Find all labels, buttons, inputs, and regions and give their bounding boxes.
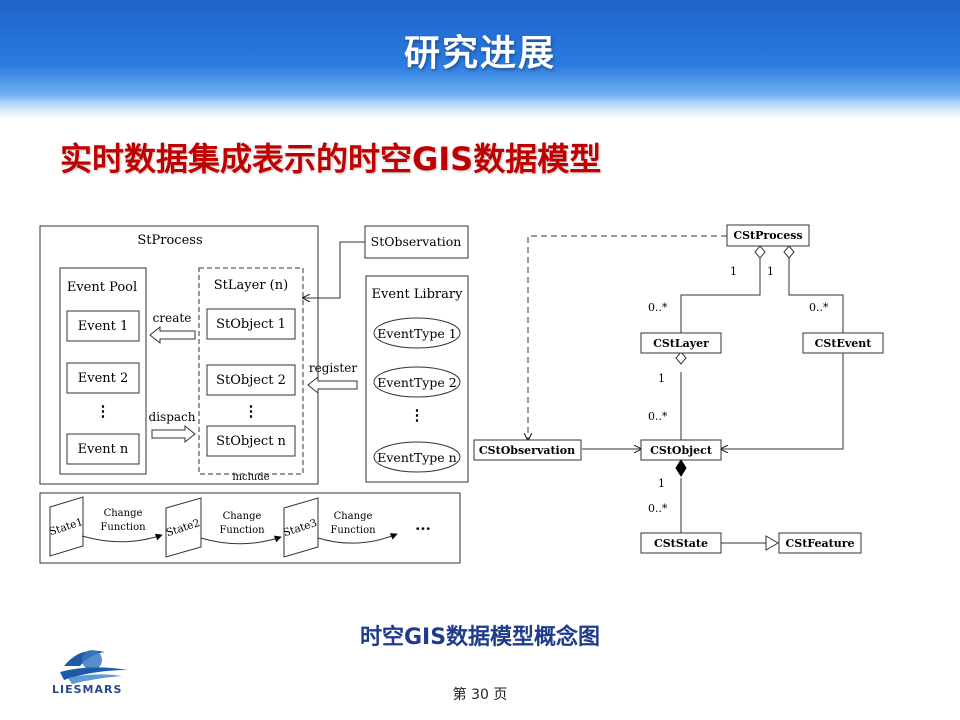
eventtype-label: EventType 2 — [377, 375, 456, 390]
create-arrow — [149, 325, 196, 345]
class-name: CStLayer — [653, 337, 709, 350]
include-label: include — [232, 472, 269, 483]
eventtype-label: EventType 1 — [377, 326, 456, 341]
composition-diamond — [675, 459, 687, 477]
page-number: 第 30 页 — [452, 687, 508, 703]
event-label: Event 1 — [78, 319, 129, 334]
generalization-arrow — [765, 535, 779, 551]
class-name: CStProcess — [733, 229, 802, 242]
class-box — [778, 532, 862, 554]
class-box — [640, 439, 722, 461]
change-arrow — [81, 533, 163, 543]
dispach-label: dispach — [149, 410, 196, 424]
slide-title: 研究进展 — [403, 33, 556, 74]
stobject-box — [206, 308, 296, 340]
stobject-label: StObject n — [216, 434, 286, 449]
class-box — [640, 532, 722, 554]
multiplicity-label: 1 — [658, 477, 665, 490]
multiplicity-label: 0..* — [809, 301, 829, 314]
eventtype-ellipse — [373, 441, 461, 473]
aggregation-diamond — [754, 245, 766, 259]
state-shape — [165, 497, 202, 558]
liesmars-logo — [60, 650, 128, 684]
change-function-label: Change — [334, 511, 373, 522]
dispach-arrow — [151, 424, 196, 444]
stobject-box — [206, 364, 296, 396]
class-box — [726, 224, 810, 247]
stobject-box — [206, 425, 296, 457]
class-name: CStObject — [650, 444, 713, 457]
figure-caption: 时空GIS数据模型概念图 — [359, 625, 601, 650]
stobject-ellipsis: ⋮ — [244, 402, 259, 420]
eventtype-ellipse — [373, 317, 461, 349]
uml-diagram: CStProcess CStLayer CStEvent CStObservat… — [473, 224, 884, 554]
multiplicity-label: 0..* — [648, 502, 668, 515]
stlayer-label: StLayer (n) — [214, 278, 288, 293]
change-function-label: Function — [219, 525, 265, 536]
class-box — [802, 332, 884, 354]
event-box — [66, 310, 140, 342]
change-arrow — [317, 533, 398, 544]
class-box — [640, 332, 722, 354]
class-box — [473, 439, 582, 461]
change-function-label: Change — [223, 511, 262, 522]
change-function-label: Function — [100, 522, 146, 533]
process-event-link — [788, 258, 844, 333]
aggregation-diamond — [783, 245, 795, 259]
event-ellipsis: ⋮ — [96, 402, 111, 420]
states-ellipsis: ... — [415, 516, 431, 534]
multiplicity-label: 1 — [658, 372, 665, 385]
logo-text: LIESMARS — [52, 683, 123, 696]
state-shape — [49, 496, 84, 557]
event-pool-label: Event Pool — [67, 280, 137, 295]
change-function-label: Function — [330, 525, 376, 536]
state-shape — [283, 497, 319, 558]
event-library-label: Event Library — [372, 287, 464, 302]
aggregation-diamond — [675, 351, 687, 365]
observation-dashed-link — [528, 235, 727, 440]
states-box — [39, 492, 461, 564]
event-label: Event n — [78, 442, 129, 457]
left-diagram: StProcess Event Pool Event 1 Event 2 ⋮ E… — [39, 225, 469, 564]
eventtype-ellipsis: ⋮ — [410, 406, 425, 424]
process-layer-link — [680, 258, 761, 333]
stprocess-label: StProcess — [137, 233, 202, 248]
change-arrow — [200, 535, 282, 545]
eventtype-label: EventType n — [377, 450, 456, 465]
register-arrow — [307, 375, 358, 395]
multiplicity-label: 1 — [767, 265, 774, 278]
multiplicity-label: 1 — [730, 265, 737, 278]
observation-arrow — [303, 241, 365, 298]
class-name: CStState — [654, 537, 708, 550]
slide-subtitle: 实时数据集成表示的时空GIS数据模型 — [60, 140, 602, 178]
register-label: register — [309, 361, 357, 375]
create-label: create — [153, 311, 192, 325]
class-name: CStEvent — [815, 337, 873, 350]
class-name: CStObservation — [479, 444, 575, 457]
header-glow — [0, 95, 960, 135]
multiplicity-label: 0..* — [648, 301, 668, 314]
change-function-label: Change — [104, 508, 143, 519]
stobservation-label: StObservation — [371, 234, 462, 249]
multiplicity-label: 0..* — [648, 410, 668, 423]
event-label: Event 2 — [78, 371, 129, 386]
stobject-label: StObject 2 — [216, 373, 286, 388]
stobject-label: StObject 1 — [216, 317, 286, 332]
event-box — [66, 362, 140, 394]
event-object-link — [721, 352, 844, 449]
stobservation-box — [364, 225, 469, 259]
event-box — [66, 433, 140, 465]
eventtype-ellipse — [373, 366, 461, 398]
class-name: CStFeature — [786, 537, 855, 550]
